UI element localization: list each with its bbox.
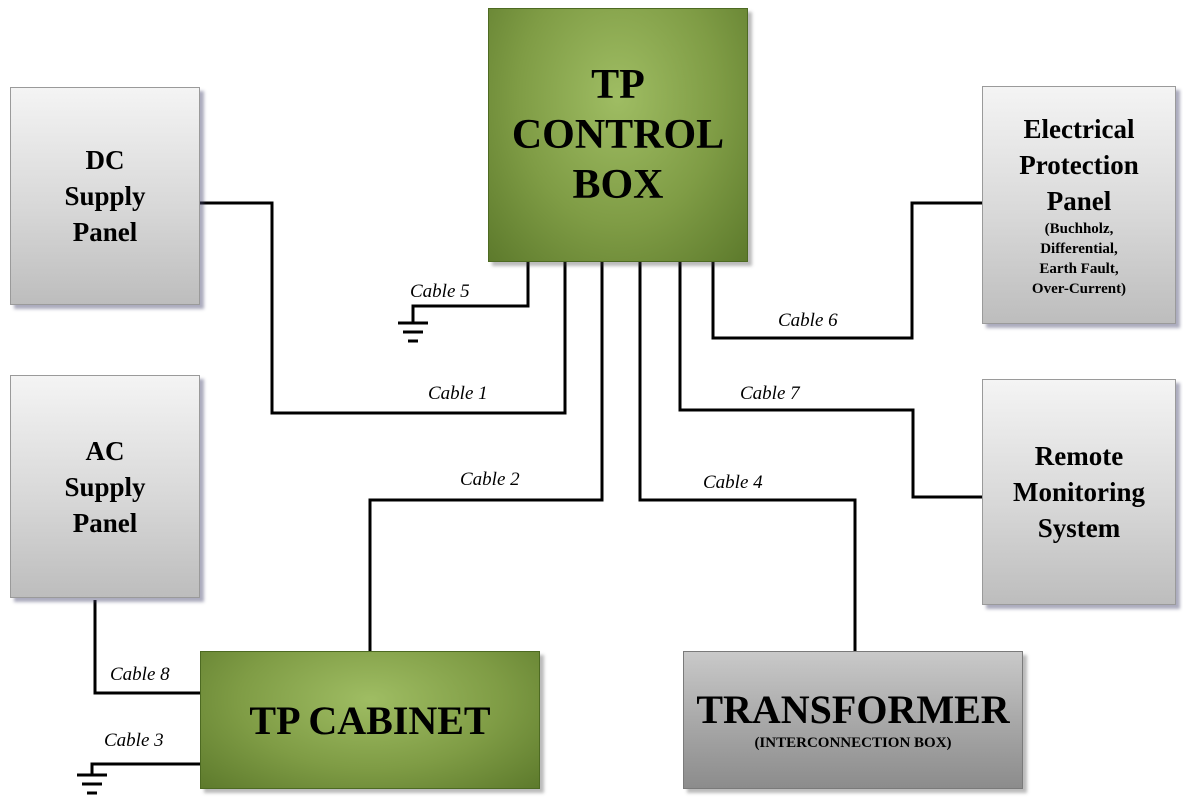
- cable-3-label: Cable 3: [104, 730, 164, 751]
- cable-1-label: Cable 1: [428, 383, 488, 404]
- dc-supply-line-2: Supply: [64, 181, 146, 211]
- cable-2-line: [368, 262, 604, 651]
- control-box-line-2: CONTROL: [511, 112, 725, 158]
- transformer-sub-label: (INTERCONNECTION BOX): [754, 735, 952, 751]
- remote-line-3: System: [1037, 513, 1121, 543]
- control-box-line-3: BOX: [572, 162, 664, 208]
- cable-7-line: [678, 262, 982, 499]
- remote-monitoring-system: Remote Monitoring System: [982, 379, 1176, 605]
- ac-supply-line-3: Panel: [72, 507, 138, 538]
- protection-line-1: Electrical: [1023, 114, 1135, 144]
- ground-symbol-cable-3: [77, 773, 107, 795]
- protection-sub-line-4: Over-Current): [1031, 281, 1127, 297]
- dc-supply-line-1: DC: [85, 145, 125, 175]
- cable-6-line: [711, 201, 982, 340]
- electrical-protection-panel: Electrical Protection Panel (Buchholz, D…: [982, 86, 1176, 324]
- ac-supply-line-2: Supply: [64, 471, 146, 502]
- dc-supply-panel: DC Supply Panel: [10, 87, 200, 305]
- cable-5-line: [411, 262, 530, 323]
- remote-line-2: Monitoring: [1013, 477, 1145, 507]
- ac-supply-line-1: AC: [85, 435, 125, 466]
- ac-supply-panel: AC Supply Panel: [10, 375, 200, 598]
- cable-8-label: Cable 8: [110, 664, 170, 685]
- transformer-box: TRANSFORMER (INTERCONNECTION BOX): [683, 651, 1023, 789]
- cable-2-label: Cable 2: [460, 469, 520, 490]
- tp-cabinet: TP CABINET: [200, 651, 540, 789]
- cable-6-label: Cable 6: [778, 310, 838, 331]
- control-box-line-1: TP: [591, 62, 645, 108]
- cable-1-line: [200, 201, 567, 415]
- tp-cabinet-label: TP CABINET: [249, 697, 491, 743]
- cable-5-label: Cable 5: [410, 281, 470, 302]
- cable-7-label: Cable 7: [740, 383, 800, 404]
- protection-sub-line-2: Differential,: [1040, 241, 1118, 257]
- ground-symbol-cable-5: [398, 321, 428, 343]
- cable-8-line: [93, 600, 200, 695]
- remote-line-1: Remote: [1034, 441, 1124, 471]
- protection-sub-line-3: Earth Fault,: [1039, 261, 1119, 277]
- cable-4-label: Cable 4: [703, 472, 763, 493]
- protection-line-3: Panel: [1046, 186, 1112, 216]
- protection-sub-line-1: (Buchholz,: [1044, 221, 1114, 237]
- cable-3-line: [90, 762, 200, 775]
- protection-line-2: Protection: [1019, 150, 1139, 180]
- transformer-label: TRANSFORMER: [696, 687, 1010, 732]
- cable-4-line: [638, 262, 857, 651]
- dc-supply-line-3: Panel: [72, 217, 138, 247]
- tp-control-box: TP CONTROL BOX: [488, 8, 748, 262]
